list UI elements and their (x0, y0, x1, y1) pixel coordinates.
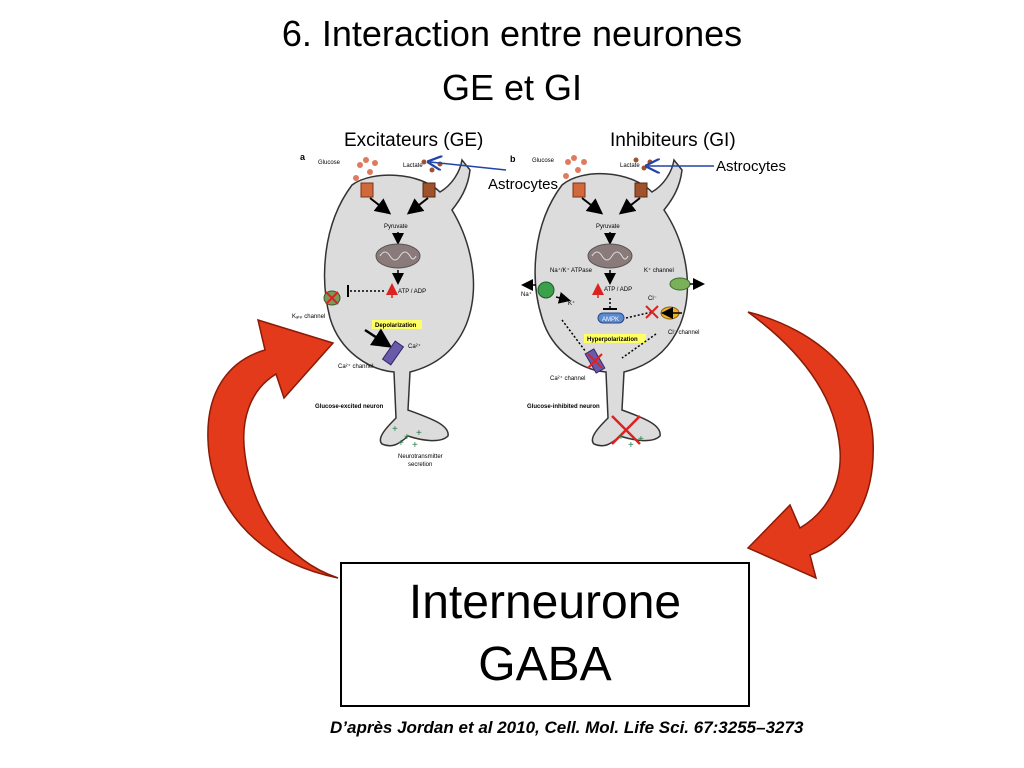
panel-b: b Glucose Lactate Pyruvate ATP / ADP Na⁺… (510, 154, 705, 451)
nt-label-a-2: secretion (408, 462, 432, 468)
k-label-b: K⁺ (568, 300, 575, 307)
pyruvate-label-a: Pyruvate (384, 224, 408, 230)
astrocytes-label-right: Astrocytes (716, 158, 787, 175)
neuron-a-body (323, 158, 475, 447)
red-curved-arrow-right (746, 311, 874, 580)
lactate-label-a: Lactate (403, 163, 423, 169)
atp-label-a: ATP / ADP (398, 289, 426, 295)
glucose-transporter-b (572, 182, 586, 198)
neuron-label-a: Glucose-excited neuron (315, 404, 384, 410)
label-excitateurs: Excitateurs (GE) (344, 130, 484, 151)
neuron-b-body (534, 158, 689, 447)
mitochondrion-a (375, 243, 421, 269)
kchannel-label-b: K⁺ channel (644, 267, 674, 274)
svg-text:+: + (412, 440, 418, 451)
lactate-transporter-b (634, 182, 648, 198)
astrocytes-label-left: Astrocytes (488, 176, 559, 193)
ca-channel-a (381, 340, 405, 366)
atpase-label-b: Na⁺/K⁺ ATPase (550, 267, 593, 274)
glucose-dots-b (563, 155, 587, 179)
nt-label-a-1: Neurotransmitter (398, 454, 443, 460)
slide-title-line1: 6. Interaction entre neurones (281, 13, 743, 54)
panel-a: a Glucose Lactate Pyruvate ATP / ADP Kₐₜ… (292, 152, 475, 468)
depolarization-badge-a (372, 320, 422, 329)
neuron-label-b: Glucose-inhibited neuron (527, 404, 600, 410)
glucose-label-a: Glucose (318, 160, 341, 166)
panel-b-letter: b (510, 154, 516, 164)
lactate-label-b: Lactate (620, 163, 640, 169)
svg-text:+: + (392, 424, 398, 435)
svg-text:+: + (618, 432, 624, 443)
svg-text:+: + (628, 440, 634, 451)
mitochondrion-b (587, 243, 633, 269)
cl-label-b: Cl⁻ (648, 296, 657, 302)
hyperpolarization-badge-b (584, 334, 646, 343)
slide-title-line2: GE et GI (441, 67, 583, 108)
nt-plus-signs-b: + + + (618, 432, 644, 451)
atpase-pump-b (537, 281, 555, 299)
na-label-b: Na⁺ (521, 291, 532, 298)
depolarization-label-a: Depolarization (375, 323, 417, 329)
ca-label-a: Ca²⁺ (408, 343, 421, 350)
panel-a-letter: a (300, 152, 306, 162)
box-line1: Interneurone (408, 576, 682, 629)
glucose-label-b: Glucose (532, 158, 555, 164)
svg-text:+: + (404, 432, 410, 443)
box-line2: GABA (478, 638, 612, 691)
citation: D’après Jordan et al 2010, Cell. Mol. Li… (330, 718, 804, 737)
ampk-label-b: AMPK (602, 317, 619, 323)
svg-text:+: + (398, 438, 404, 449)
ampk-badge-b (597, 312, 625, 324)
glucose-transporter-a (360, 182, 374, 198)
hyperpolarization-label-b: Hyperpolarization (587, 337, 638, 343)
atp-label-b: ATP / ADP (604, 287, 632, 293)
red-curved-arrow-left (207, 318, 339, 579)
astrocytes-pointer-left (430, 162, 507, 171)
label-inhibiteurs: Inhibiteurs (GI) (610, 130, 736, 151)
svg-text:+: + (638, 434, 644, 445)
lactate-transporter-a (422, 182, 436, 198)
cl-channel-label-b: Cl⁻ channel (668, 330, 700, 336)
ca-channel-label-b: Ca²⁺ channel (550, 375, 586, 382)
katp-label-a: Kₐₜₚ channel (292, 314, 325, 320)
ca-channel-label-a: Ca²⁺ channel (338, 363, 374, 370)
lactate-dots-a (421, 159, 443, 173)
nt-plus-signs-a: +++ ++ (392, 424, 422, 451)
svg-text:+: + (416, 428, 422, 439)
pyruvate-label-b: Pyruvate (596, 224, 620, 230)
interneurone-gaba-box: Interneurone GABA (340, 562, 750, 707)
k-channel-b (669, 277, 691, 291)
glucose-dots-a (353, 157, 378, 181)
